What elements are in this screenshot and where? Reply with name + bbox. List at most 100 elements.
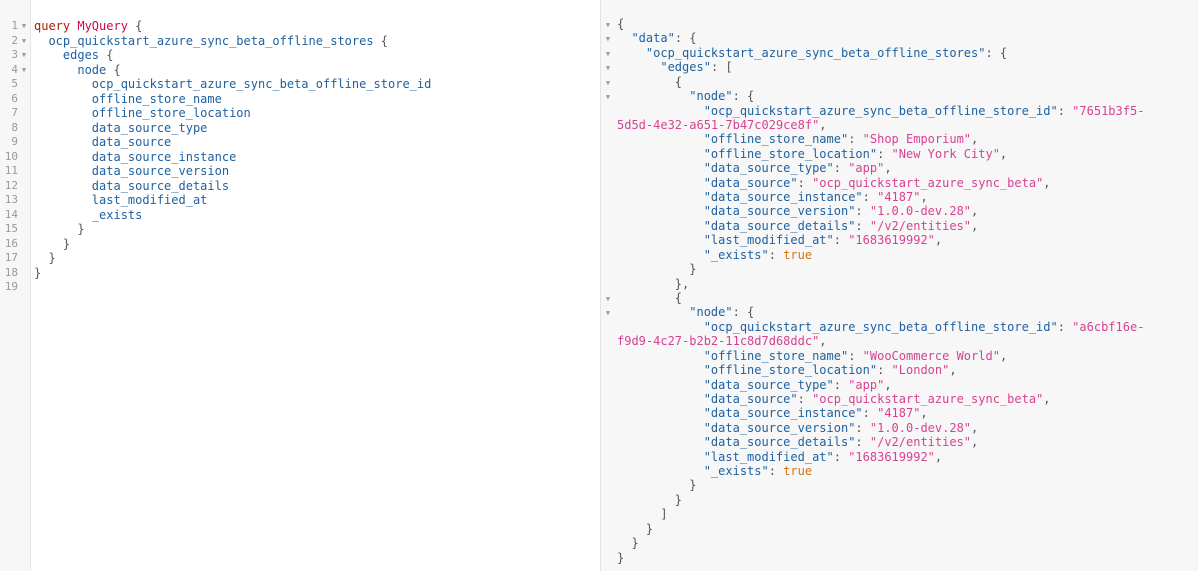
result-line: "offline_store_name": "WooCommerce World…: [703, 348, 1008, 363]
query-field: data_source_instance: [91, 149, 237, 164]
line-number: 9: [11, 135, 18, 148]
json-string: 5d5d-4e32-a651-7b47c029ce8f": [617, 117, 820, 132]
result-line: "last_modified_at": "1683619992",: [703, 233, 943, 248]
query-code: data_source_type: [34, 120, 208, 136]
json-key: "data_source_instance": [703, 406, 863, 421]
result-viewer: ▼{▼ "data": {▼ "ocp_quickstart_azure_syn…: [601, 0, 1198, 571]
fold-arrow-icon[interactable]: ▼: [605, 78, 611, 87]
query-code: ocp_quickstart_azure_sync_beta_offline_s…: [48, 33, 389, 48]
query-code: }: [48, 251, 56, 265]
query-line: 12 data_source_details: [0, 179, 598, 194]
result-line: "offline_store_name": "Shop Emporium",: [703, 132, 979, 147]
query-line: 9 data_source: [0, 135, 598, 150]
query-line: 1▼ query MyQuery {: [0, 19, 598, 34]
fold-arrow-icon[interactable]: ▼: [21, 36, 27, 45]
result-line: "offline_store_location": "New York City…: [703, 146, 1008, 161]
line-number: 5: [11, 77, 18, 90]
query-field: _exists: [91, 207, 143, 222]
json-string: "4187": [877, 406, 921, 421]
query-line: 11 data_source_version: [0, 164, 598, 179]
result-line: }: [617, 550, 625, 565]
query-code: }: [77, 222, 85, 236]
result-line: "node": {: [689, 89, 755, 104]
result-line: "data_source_details": "/v2/entities",: [703, 435, 979, 450]
result-line: }: [689, 478, 697, 493]
result-line: "data_source": "ocp_quickstart_azure_syn…: [703, 175, 1051, 190]
json-string: "4187": [877, 190, 921, 205]
fold-arrow-icon[interactable]: ▼: [21, 51, 27, 59]
line-number: 7: [11, 106, 18, 119]
json-boolean: true: [783, 464, 813, 479]
line-number: 8: [11, 120, 18, 134]
fold-arrow-icon[interactable]: ▼: [605, 309, 611, 318]
fold-arrow-icon[interactable]: ▼: [605, 64, 611, 73]
json-key: "data_source_version": [703, 204, 856, 219]
fold-arrow-icon[interactable]: ▼: [605, 21, 611, 29]
query-code: query MyQuery {: [34, 19, 143, 33]
query-code: }: [62, 236, 71, 251]
query-field: data_source_details: [91, 178, 230, 193]
query-field: data_source_type: [91, 120, 208, 135]
result-line: "data_source_instance": "4187",: [703, 190, 928, 205]
query-field: data_source: [91, 135, 172, 149]
line-number: 13: [4, 193, 18, 206]
query-code: edges {: [62, 48, 114, 62]
result-line: "data_source_version": "1.0.0-dev.28",: [703, 420, 979, 435]
json-string: "ocp_quickstart_azure_sync_beta": [812, 175, 1044, 190]
json-key: "_exists": [703, 247, 769, 262]
fold-arrow-icon[interactable]: ▼: [605, 49, 611, 58]
line-number: 1: [11, 19, 18, 32]
result-line: "ocp_quickstart_azure_sync_beta_offline_…: [703, 319, 1145, 334]
result-line: }: [689, 262, 697, 277]
json-string: "/v2/entities": [869, 435, 972, 450]
result-line: },: [674, 276, 690, 291]
line-number: 14: [4, 207, 18, 221]
json-key: "data_source_type": [703, 377, 834, 392]
query-field: offline_store_location: [91, 106, 251, 120]
query-line: 8 data_source_type: [0, 121, 598, 136]
json-string: "WooCommerce World": [862, 348, 1000, 363]
json-key: "offline_store_location": [703, 363, 878, 378]
query-editor[interactable]: 1▼query MyQuery {2▼ ocp_quickstart_azure…: [0, 0, 601, 571]
line-number: 2: [11, 33, 18, 47]
fold-arrow-icon[interactable]: ▼: [21, 65, 27, 74]
query-line: 2▼ ocp_quickstart_azure_sync_beta_offlin…: [0, 34, 598, 49]
json-string: "app": [848, 377, 885, 392]
result-line: "ocp_quickstart_azure_sync_beta_offline_…: [703, 103, 1145, 118]
query-keyword: query: [34, 19, 71, 33]
json-string: "London": [891, 363, 950, 378]
result-line: "_exists": true: [703, 464, 813, 479]
result-line: "data_source_type": "app",: [703, 377, 892, 392]
result-line: "_exists": true: [703, 247, 813, 262]
json-key: "offline_store_name": [703, 348, 849, 363]
query-line: 15 }: [0, 222, 598, 237]
query-code: ocp_quickstart_azure_sync_beta_offline_s…: [34, 77, 432, 92]
result-line: "node": {: [689, 305, 755, 320]
json-key: "data_source": [703, 391, 798, 406]
fold-arrow-icon[interactable]: ▼: [21, 22, 27, 30]
fold-arrow-icon[interactable]: ▼: [605, 93, 611, 102]
query-line: 4▼ node {: [0, 63, 598, 78]
result-line: f9d9-4c27-b2b2-11c8d7d68ddc",: [617, 334, 827, 349]
fold-arrow-icon[interactable]: ▼: [605, 294, 611, 303]
json-string: "1.0.0-dev.28": [869, 204, 972, 219]
line-number: 12: [4, 178, 18, 192]
result-line: {: [674, 74, 683, 89]
line-number: 19: [4, 280, 18, 293]
line-number: 18: [4, 265, 18, 279]
json-key: "ocp_quickstart_azure_sync_beta_offline_…: [703, 319, 1058, 334]
json-string: "Shop Emporium": [862, 132, 972, 147]
query-field: ocp_quickstart_azure_sync_beta_offline_s…: [91, 77, 432, 91]
result-line: }: [645, 521, 654, 536]
line-number: 16: [4, 236, 18, 250]
line-number: 15: [4, 222, 18, 235]
result-line: {: [674, 290, 683, 305]
json-string: "/v2/entities": [869, 218, 972, 233]
query-line: 10 data_source_instance: [0, 150, 598, 165]
result-line: }: [674, 492, 683, 507]
query-line: 7 offline_store_location: [0, 106, 598, 121]
json-key: "data_source_details": [703, 218, 856, 233]
fold-arrow-icon[interactable]: ▼: [605, 35, 611, 44]
json-key: "offline_store_name": [703, 132, 849, 147]
